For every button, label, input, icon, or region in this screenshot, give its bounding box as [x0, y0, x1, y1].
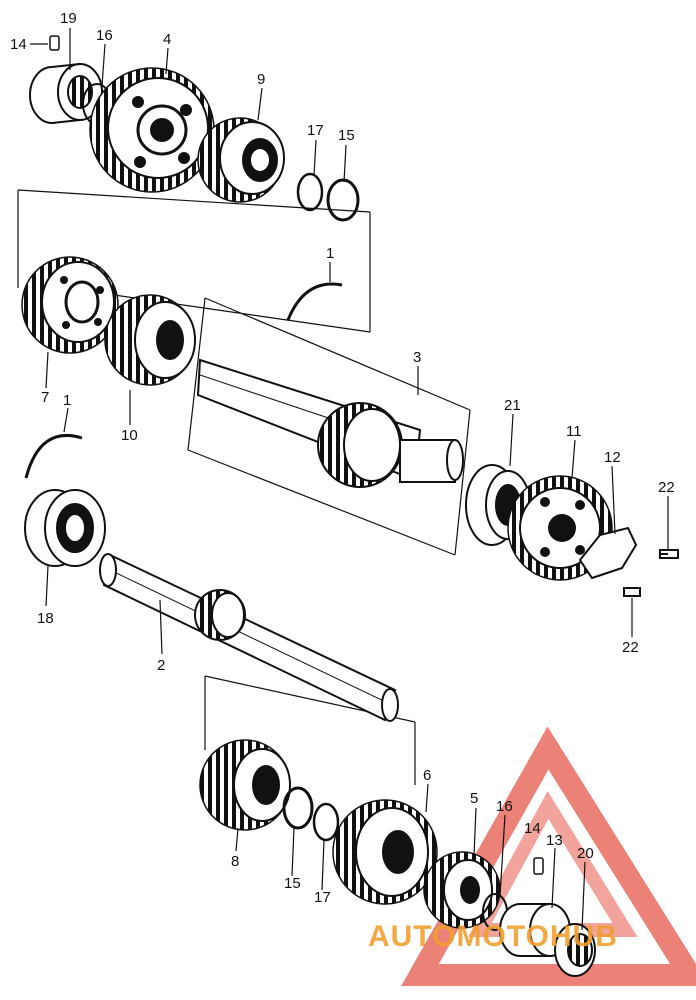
label-part-6: 6 [423, 767, 431, 784]
label-part-20: 20 [577, 845, 594, 862]
washer-17-top [296, 172, 324, 212]
label-part-19: 19 [60, 10, 77, 27]
gear-9 [197, 117, 285, 203]
label-part-15-top: 15 [338, 127, 355, 144]
label-part-16-top: 16 [96, 27, 113, 44]
label-part-14-lower: 14 [524, 820, 541, 837]
label-part-8: 8 [231, 853, 239, 870]
bolt-22-lower [623, 587, 641, 597]
label-part-3: 3 [413, 349, 421, 366]
gear-10 [104, 294, 196, 386]
label-part-17-top: 17 [307, 122, 324, 139]
gear-7 [21, 256, 119, 354]
leader-lines [30, 28, 669, 931]
label-part-9: 9 [257, 71, 265, 88]
pin-14-top [49, 35, 60, 51]
washer-15-top [326, 178, 360, 222]
label-part-7: 7 [41, 389, 49, 406]
label-part-11: 11 [566, 423, 582, 440]
gear-6 [332, 799, 438, 905]
circlip-1-upper [286, 282, 343, 321]
bolt-22-right [659, 549, 679, 559]
label-part-17-lower: 17 [314, 889, 331, 906]
part-labels: 14 19 16 4 9 17 15 1 3 7 10 1 21 11 12 2… [10, 10, 675, 906]
watermark-text: AUTOMOTOHUB [368, 920, 618, 953]
mainshaft-3 [196, 358, 464, 488]
gear-4 [89, 67, 215, 193]
watermark-wordmark: AUTOMOTOHUB [368, 920, 618, 953]
label-part-21: 21 [504, 397, 521, 414]
label-part-1-upper: 1 [326, 245, 334, 262]
label-part-1-lower: 1 [63, 392, 71, 409]
label-part-4: 4 [163, 31, 171, 48]
bearing-18 [24, 489, 106, 567]
label-part-18: 18 [37, 610, 54, 627]
countershaft-2 [99, 553, 399, 722]
label-part-13: 13 [546, 832, 563, 849]
needle-bearing-20 [554, 923, 596, 977]
label-part-10: 10 [121, 427, 138, 444]
gear-8 [199, 739, 291, 831]
pin-14-lower [533, 857, 544, 875]
label-part-22-lower: 22 [622, 639, 639, 656]
gear-5 [423, 851, 501, 929]
washer-15-lower [282, 786, 314, 830]
label-part-5: 5 [470, 790, 478, 807]
label-part-16-lower: 16 [496, 798, 513, 815]
washer-17-lower [312, 802, 340, 842]
label-part-15-lower: 15 [284, 875, 301, 892]
lock-plate-12 [578, 526, 638, 580]
label-part-12: 12 [604, 449, 621, 466]
needle-bearing-19 [29, 63, 103, 124]
label-part-22-right: 22 [658, 479, 675, 496]
circlip-1-lower [24, 433, 83, 479]
label-part-14-top: 14 [10, 36, 27, 53]
label-part-2: 2 [157, 657, 165, 674]
